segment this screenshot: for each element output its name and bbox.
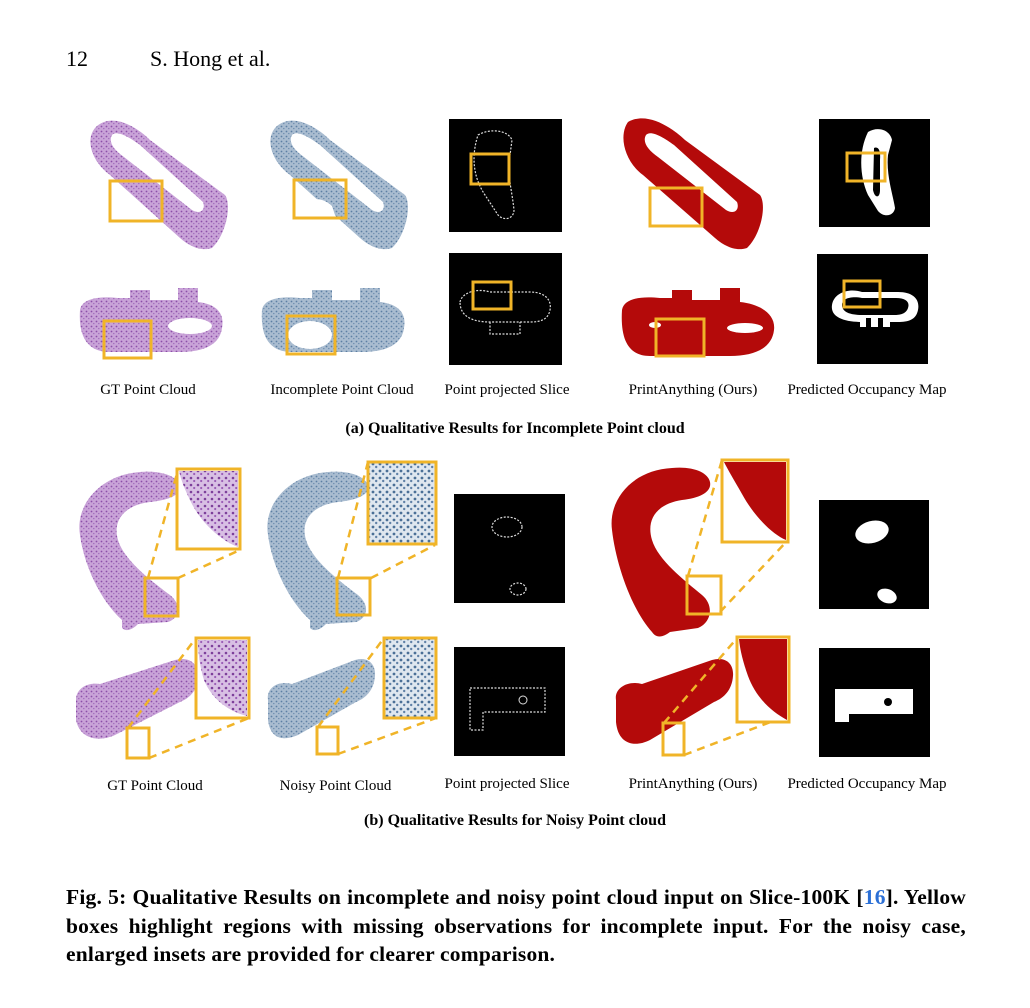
a-row1-slice	[449, 119, 562, 232]
a-row1-incomplete-cloud	[270, 120, 408, 250]
b-row1-slice	[454, 494, 565, 603]
caption-prefix: Fig. 5: Qualitative Results on incomplet…	[66, 885, 864, 909]
a-row2-gt-cloud	[79, 288, 223, 360]
a-label-gt: GT Point Cloud	[100, 382, 196, 398]
b-row1-prediction	[611, 458, 790, 637]
b-label-ours: PrintAnything (Ours)	[628, 776, 758, 792]
figure-caption: Fig. 5: Qualitative Results on incomplet…	[66, 883, 966, 969]
a-label-incomplete: Incomplete Point Cloud	[270, 382, 414, 398]
b-row2-noisy-cloud	[267, 636, 438, 756]
a-label-occupancy: Predicted Occupancy Map	[787, 382, 947, 398]
a-row2-occupancy	[817, 254, 928, 364]
b-row2-prediction	[615, 635, 791, 757]
a-label-ours: PrintAnything (Ours)	[628, 382, 758, 398]
b-row1-noisy-cloud	[267, 460, 438, 631]
b-subcaption: (b) Qualitative Results for Noisy Point …	[364, 812, 666, 829]
b-label-slice: Point projected Slice	[444, 776, 570, 792]
a-subcaption: (a) Qualitative Results for Incomplete P…	[345, 420, 685, 437]
b-label-occupancy: Predicted Occupancy Map	[787, 776, 947, 792]
caption-suffix: ]. Yellow boxes highlight regions with m…	[66, 885, 966, 967]
a-row1-gt-cloud	[90, 120, 228, 250]
b-row1-gt-cloud	[79, 467, 242, 631]
b-label-gt: GT Point Cloud	[107, 778, 203, 794]
running-header: 12 S. Hong et al.	[66, 46, 270, 72]
a-row2-slice	[449, 253, 562, 365]
b-row1-occupancy	[819, 500, 929, 609]
a-row2-prediction	[621, 288, 775, 358]
a-row1-occupancy	[819, 119, 930, 227]
page-number: 12	[66, 46, 88, 71]
b-label-noisy: Noisy Point Cloud	[279, 778, 392, 794]
a-label-slice: Point projected Slice	[444, 382, 570, 398]
running-authors: S. Hong et al.	[150, 46, 271, 71]
b-row2-gt-cloud	[76, 636, 251, 760]
citation-link[interactable]: 16	[863, 885, 886, 909]
b-row2-slice	[454, 647, 565, 756]
a-row1-prediction	[623, 118, 763, 250]
a-row2-incomplete-cloud	[261, 288, 405, 356]
b-row2-occupancy	[819, 648, 930, 757]
